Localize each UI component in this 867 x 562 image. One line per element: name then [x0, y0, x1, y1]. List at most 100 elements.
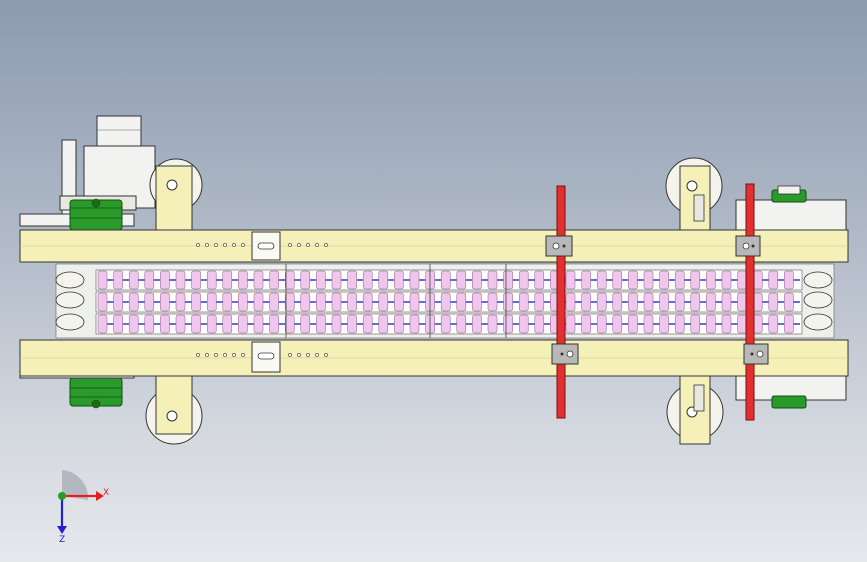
chain-roller	[362, 292, 373, 312]
chain-roller	[253, 314, 264, 334]
caster-wheel-bottom-left[interactable]	[145, 371, 203, 445]
chain-roller	[737, 314, 747, 334]
chain-roller	[347, 292, 357, 312]
chain-roller	[752, 292, 763, 312]
bolt-hole	[288, 353, 292, 357]
chain-roller	[706, 314, 716, 334]
chain-roller	[596, 314, 607, 334]
chain-roller	[97, 314, 108, 334]
chain-roller	[596, 292, 607, 312]
drive-sprocket-bottom[interactable]	[69, 377, 123, 409]
chain-end-sprocket-left	[55, 291, 85, 309]
chain-roller	[97, 270, 108, 290]
rail-splice-plate-bottom[interactable]	[251, 341, 281, 373]
rail-splice-plate-top[interactable]	[251, 231, 281, 261]
chain-roller	[284, 292, 295, 312]
chain-roller	[113, 314, 123, 334]
chain-roller	[97, 292, 108, 312]
bolt-hole	[324, 243, 328, 247]
chain-roller	[362, 270, 373, 290]
chain-roller	[768, 314, 779, 334]
chain-roller	[721, 314, 732, 334]
bolt-hole	[288, 243, 292, 247]
chain-roller	[253, 292, 264, 312]
bolt-hole	[241, 353, 245, 357]
chain-roller	[768, 270, 779, 290]
chain-roller	[394, 292, 404, 312]
bolt-hole	[315, 353, 319, 357]
chain-roller	[784, 270, 794, 290]
bolt-hole	[306, 353, 310, 357]
chain-roller	[331, 292, 342, 312]
chain-roller	[191, 314, 201, 334]
caster-wheel-bottom-right[interactable]	[666, 371, 724, 445]
chain-roller	[316, 292, 326, 312]
chain-roller	[160, 314, 170, 334]
chain-roller	[440, 314, 451, 334]
bolt-hole	[297, 243, 301, 247]
chain-roller	[238, 292, 248, 312]
chain-roller	[222, 314, 233, 334]
drive-sprocket-top[interactable]	[69, 198, 123, 231]
adjustment-shaft-1[interactable]	[556, 185, 566, 419]
chain-roller	[659, 270, 669, 290]
frame-rail-top[interactable]	[19, 229, 849, 263]
chain-roller	[534, 292, 545, 312]
chain-roller	[238, 314, 248, 334]
chain-roller	[690, 292, 701, 312]
chain-end-sprocket-left	[55, 271, 85, 289]
chain-roller	[487, 292, 498, 312]
chain-roller	[222, 292, 233, 312]
chain-roller	[331, 314, 342, 334]
chain-roller	[643, 292, 654, 312]
chain-roller	[565, 314, 576, 334]
chain-roller	[721, 292, 732, 312]
chain-roller	[269, 314, 279, 334]
bearing-block-1-top[interactable]	[545, 235, 573, 257]
bolt-hole	[297, 353, 301, 357]
chain-roller	[628, 314, 638, 334]
bearing-block-1-bottom[interactable]	[551, 343, 579, 365]
bearing-block-2-bottom[interactable]	[743, 343, 769, 365]
chain-roller	[706, 292, 716, 312]
chain-roller	[784, 292, 794, 312]
chain-roller	[238, 270, 248, 290]
chain-roller	[316, 314, 326, 334]
roller-chain-strand	[95, 291, 803, 313]
chain-roller	[206, 270, 217, 290]
adjustment-shaft-2[interactable]	[745, 183, 755, 421]
caster-wheel-top-left[interactable]	[149, 158, 203, 233]
chain-roller	[440, 270, 451, 290]
chain-roller	[456, 270, 467, 290]
bearing-block-2-top[interactable]	[735, 235, 761, 257]
chain-roller	[175, 292, 186, 312]
triad-x-label: X	[103, 488, 109, 498]
frame-rail-bottom[interactable]	[19, 339, 849, 377]
chain-roller	[440, 292, 451, 312]
chain-roller	[160, 270, 170, 290]
roller-chain-assembly[interactable]	[55, 263, 835, 339]
chain-end-sprocket-left	[55, 313, 85, 331]
chain-roller	[144, 270, 155, 290]
triad-axis-icon: X Z	[57, 470, 109, 545]
chain-roller	[191, 270, 201, 290]
chain-roller	[144, 292, 155, 312]
bolt-hole	[241, 243, 245, 247]
chain-roller	[518, 270, 529, 290]
bolt-hole	[306, 243, 310, 247]
chain-roller	[628, 292, 638, 312]
chain-roller	[113, 292, 123, 312]
chain-roller	[300, 270, 311, 290]
chain-roller	[175, 314, 186, 334]
chain-roller	[581, 292, 591, 312]
caster-wheel-top-right[interactable]	[665, 157, 723, 233]
chain-roller	[394, 270, 404, 290]
chain-roller	[659, 292, 669, 312]
chain-roller	[284, 314, 295, 334]
chain-roller	[128, 292, 139, 312]
chain-roller	[612, 314, 623, 334]
chain-roller	[269, 270, 279, 290]
bolt-hole	[205, 353, 209, 357]
